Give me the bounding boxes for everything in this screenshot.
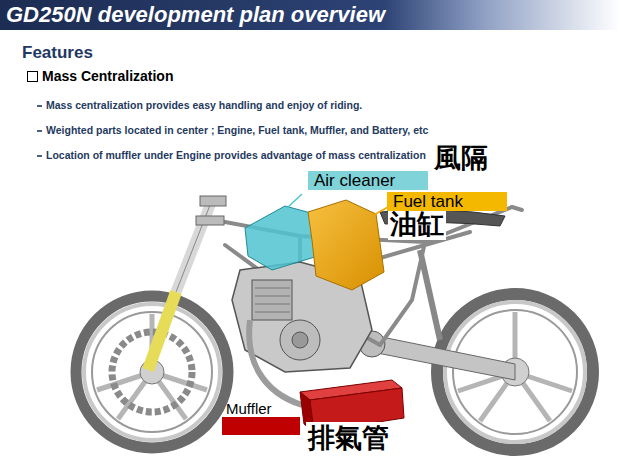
part-name: Air cleaner [314, 171, 422, 190]
part-label: 油缸 [388, 208, 446, 240]
checkbox [28, 72, 38, 82]
part-label: 風隔 [432, 142, 490, 174]
part-tag: Muffler [222, 400, 300, 435]
part-tag: Air cleaner [308, 171, 428, 190]
part-name: Muffler [226, 400, 296, 417]
part-tag: Fuel tank [387, 192, 507, 211]
exhaust-pipe [249, 320, 302, 405]
part-label: 排氣管 [306, 422, 391, 454]
bullet-text: Mass centralization provides easy handli… [46, 99, 362, 112]
front-fork [148, 196, 226, 370]
front-wheel [76, 296, 228, 448]
bullet-text: Weighted parts located in center ; Engin… [46, 124, 428, 137]
bullet-dashes [37, 106, 42, 156]
leader-line [372, 207, 388, 216]
subheading: Mass Centralization [42, 68, 173, 85]
fuel-tank-shape [308, 200, 384, 290]
leader-line [287, 194, 302, 208]
part-name: Fuel tank [393, 192, 501, 211]
section-heading: Features [22, 43, 93, 63]
bullet-text: Location of muffler under Engine provide… [46, 149, 426, 162]
title-bar [0, 0, 620, 30]
page-title: GD250N development plan overview [6, 2, 385, 28]
